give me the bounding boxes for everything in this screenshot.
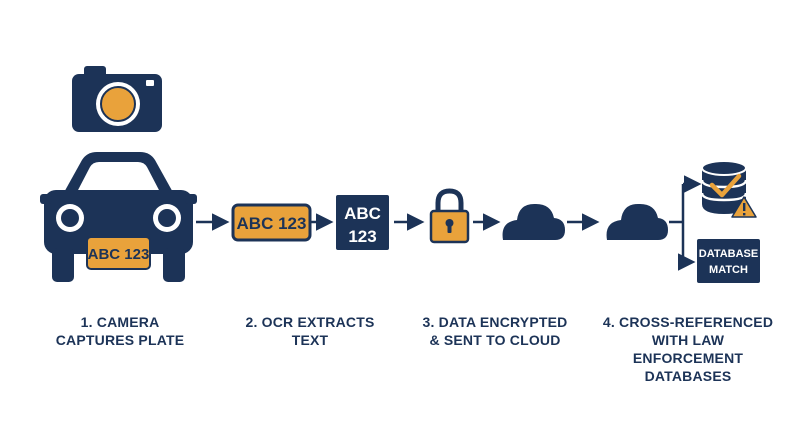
step-2-line2: TEXT xyxy=(291,332,329,348)
camera-icon xyxy=(72,66,162,132)
step-4-line1: 4. CROSS-REFERENCED xyxy=(602,314,774,330)
step-1-line1: 1. CAMERA xyxy=(80,314,160,330)
checkmark-icon xyxy=(709,173,742,198)
step-2-line1: 2. OCR EXTRACTS xyxy=(245,314,375,330)
step-4-line4: DATABASES xyxy=(644,368,732,384)
cloud-icon xyxy=(502,203,565,240)
step-2-caption: 2. OCR EXTRACTS TEXT xyxy=(230,313,390,349)
step-3-line2: & SENT TO CLOUD xyxy=(429,332,561,348)
text-block-line1: ABC xyxy=(344,204,381,223)
padlock-icon xyxy=(429,188,470,244)
warning-icon xyxy=(731,196,757,218)
step-4-line3: ENFORCEMENT xyxy=(632,350,744,366)
car-icon xyxy=(40,152,197,282)
database-match-line1: DATABASE xyxy=(699,248,758,260)
ocr-plate-text: ABC 123 xyxy=(237,214,307,233)
step-4-caption: 4. CROSS-REFERENCED WITH LAW ENFORCEMENT… xyxy=(598,313,778,385)
step-3-line1: 3. DATA ENCRYPTED xyxy=(422,314,568,330)
text-block-line2: 123 xyxy=(348,227,376,246)
step-4-line2: WITH LAW xyxy=(651,332,725,348)
ocr-plate: ABC 123 xyxy=(231,203,312,242)
branch-connector xyxy=(669,175,702,271)
cloud-icon xyxy=(606,203,668,240)
step-3-caption: 3. DATA ENCRYPTED & SENT TO CLOUD xyxy=(410,313,580,349)
step-1-caption: 1. CAMERA CAPTURES PLATE xyxy=(40,313,200,349)
text-block-icon: ABC 123 xyxy=(336,195,389,250)
car-plate-text: ABC 123 xyxy=(88,246,150,263)
step-1-line2: CAPTURES PLATE xyxy=(55,332,185,348)
database-match-line2: MATCH xyxy=(709,264,748,276)
license-plate-icon: ABC 123 xyxy=(86,236,151,270)
database-match-box: DATABASE MATCH xyxy=(697,239,760,283)
